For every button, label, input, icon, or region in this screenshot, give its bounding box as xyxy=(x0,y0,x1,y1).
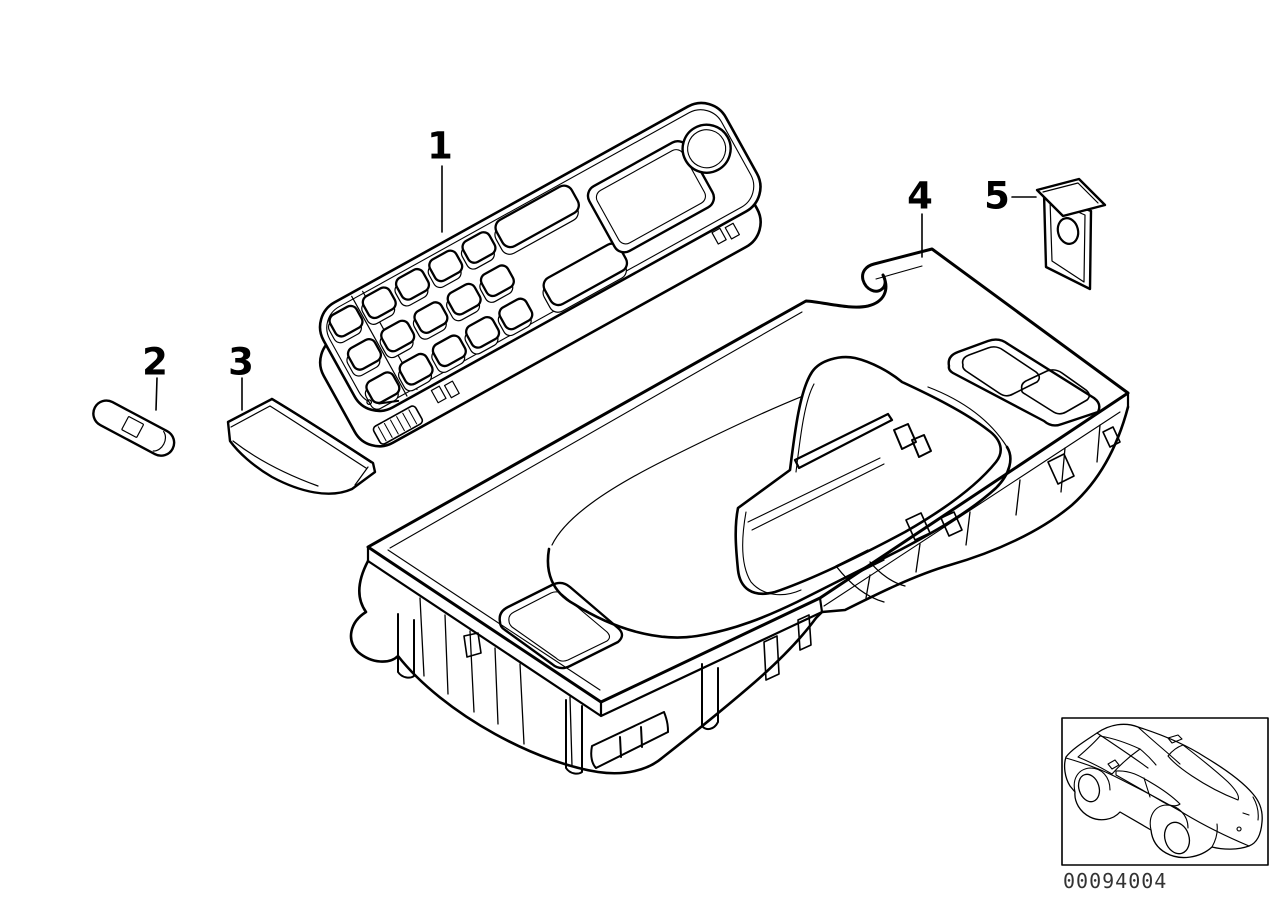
part-1-handset-drawing xyxy=(318,101,762,448)
part-2-roller-pin-drawing xyxy=(92,399,176,457)
part-4-console-carrier-drawing xyxy=(349,247,1130,775)
part-3-cover-drawing xyxy=(226,397,377,495)
drawing-part-number: 00094004 xyxy=(1063,869,1168,893)
callout-label-4[interactable]: 4 xyxy=(907,174,933,218)
handset-connector-grille xyxy=(372,405,424,445)
car-thumbnail xyxy=(1061,717,1269,866)
handset-microphone-dot xyxy=(366,399,373,405)
callout-label-5[interactable]: 5 xyxy=(984,174,1010,218)
bracket-hole xyxy=(1056,217,1080,245)
callout-label-2[interactable]: 2 xyxy=(142,340,168,384)
car-three-quarter-view-icon xyxy=(1063,723,1263,859)
callout-leader-lines xyxy=(155,165,1037,411)
callout-label-1[interactable]: 1 xyxy=(427,124,453,168)
callout-label-3[interactable]: 3 xyxy=(228,340,254,384)
part-5-bracket-drawing xyxy=(1035,177,1107,291)
handset-earpiece xyxy=(681,123,732,174)
